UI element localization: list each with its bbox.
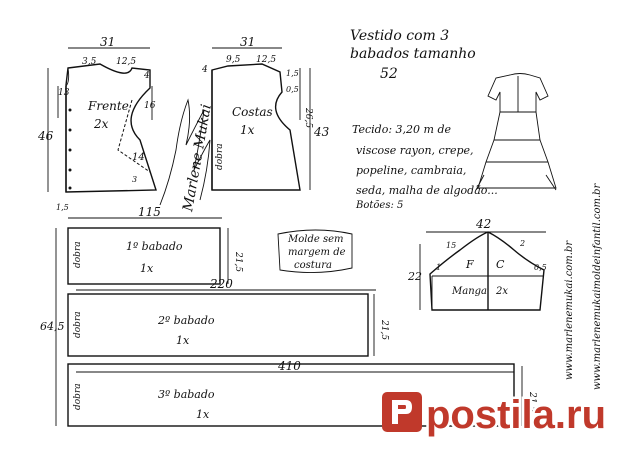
back-width-label: 31: [240, 35, 255, 49]
ruffle-1-qty: 1x: [140, 262, 154, 275]
ruffle-3-width: 410: [277, 359, 301, 373]
note-line-3: costura: [294, 260, 332, 271]
website-1[interactable]: www.marlenemukai.com.br: [564, 240, 575, 380]
front-qty: 2x: [93, 117, 109, 131]
ruffle-2-name: 2º babado: [157, 314, 215, 327]
back-measure-26-5: 26,5: [303, 107, 313, 128]
ruffle-1-piece: 115 21,5 1º babado 1x dobra: [67, 205, 243, 285]
ruffle-1-dobra: dobra: [73, 241, 83, 268]
sleeve-front-letter: F: [465, 258, 474, 271]
title-line-2: babados tamanho: [350, 46, 476, 62]
ruffle-1-width: 115: [138, 205, 161, 219]
sleeve-qty: 2x: [495, 286, 508, 297]
front-measure-14: 14: [132, 152, 145, 163]
dress-illustration: [475, 73, 557, 191]
back-bodice-piece: 31 9,5 12,5 4 1,5 0,5 26,5 43 Costas 1x …: [201, 35, 330, 191]
sleeve-measure-2: 2: [519, 239, 525, 248]
materials-tecido: Tecido: 3,20 m de: [352, 123, 451, 136]
front-width-label: 31: [100, 35, 115, 49]
front-measure-13: 13: [58, 88, 70, 98]
title-line-3: 52: [380, 66, 398, 82]
note-line-1: Molde sem: [287, 234, 344, 245]
postila-watermark[interactable]: postila.ru postila.ru: [382, 391, 609, 440]
materials-botoes: Botões: 5: [355, 200, 403, 211]
sleeve-measure-1: 1: [436, 263, 441, 272]
materials-block: Tecido: 3,20 m de viscose rayon, crepe, …: [352, 123, 498, 211]
sleeve-label: Manga: [451, 286, 487, 297]
ruffle-3-piece: 410 21,5 3º babado 1x dobra: [67, 359, 537, 427]
back-shoulder-right-label: 12,5: [256, 55, 276, 65]
back-label: Costas: [232, 105, 273, 119]
back-shoulder-left-label: 9,5: [226, 55, 241, 65]
materials-fabric-2: popeline, cambraia,: [356, 164, 466, 177]
front-shoulder-left-label: 3,5: [82, 57, 97, 67]
sleeve-measure-22: 22: [407, 270, 422, 283]
back-dobra-label: dobra: [215, 143, 225, 170]
sleeve-width: 42: [475, 217, 491, 231]
front-measure-4: 4: [143, 71, 150, 81]
signature-scribble: Marlene Mukai: [159, 98, 215, 214]
ruffle-1-height: 21,5: [233, 251, 243, 272]
ruffle-2-width: 220: [209, 277, 233, 291]
front-measure-16: 16: [144, 101, 156, 111]
title-line-1: Vestido com 3: [350, 28, 449, 44]
materials-fabric-1: viscose rayon, crepe,: [356, 144, 474, 157]
ruffle-3-qty: 1x: [196, 408, 210, 421]
back-measure-1-5: 1,5: [286, 69, 299, 78]
front-bodice-piece: 31 3,5 12,5 4 13 16 46 Frente 2x 14 3 1,…: [37, 35, 157, 212]
watermark-p-icon: [392, 400, 412, 424]
ruffles-total-label: 64,5: [40, 320, 65, 333]
sleeve-back-letter: C: [496, 258, 505, 271]
back-measure-0-5: 0,5: [286, 85, 299, 94]
ruffle-2-height: 21,5: [379, 319, 389, 340]
ruffle-1-name: 1º babado: [126, 240, 183, 253]
watermark-text: postila.ru: [426, 393, 606, 437]
title-block: Vestido com 3 babados tamanho 52: [350, 28, 476, 82]
sleeve-piece: 42 15 2 1 0,5 22 F C Manga 2x: [407, 217, 547, 311]
ruffle-2-qty: 1x: [176, 334, 190, 347]
ruffle-3-name: 3º babado: [158, 388, 215, 401]
ruffle-2-dobra: dobra: [73, 311, 83, 338]
website-2[interactable]: www.marlenemukaimoldeinfantil.com.br: [592, 182, 603, 390]
watermark-text-outline: postila.ru: [426, 393, 606, 437]
ruffle-3-dobra: dobra: [73, 383, 83, 410]
note-line-2: margem de: [288, 247, 346, 258]
front-measure-46: 46: [37, 129, 54, 143]
ruffle-2-piece: 220 21,5 2º babado 1x dobra: [67, 277, 389, 357]
back-measure-4: 4: [201, 65, 208, 75]
front-label: Frente: [87, 99, 129, 113]
front-shoulder-right-label: 12,5: [116, 57, 136, 67]
sleeve-measure-0-5: 0,5: [534, 263, 547, 272]
back-measure-43: 43: [313, 125, 330, 139]
front-measure-3: 3: [132, 175, 137, 184]
seam-allowance-note: Molde sem margem de costura: [277, 229, 353, 274]
front-measure-1-5: 1,5: [56, 203, 69, 212]
materials-fabric-3: seda, malha de algodão...: [356, 184, 498, 197]
signature: Marlene Mukai: [180, 103, 215, 214]
sleeve-measure-15: 15: [446, 241, 456, 250]
ruffle-3-height: 21,5: [527, 391, 537, 412]
back-qty: 1x: [240, 123, 255, 137]
